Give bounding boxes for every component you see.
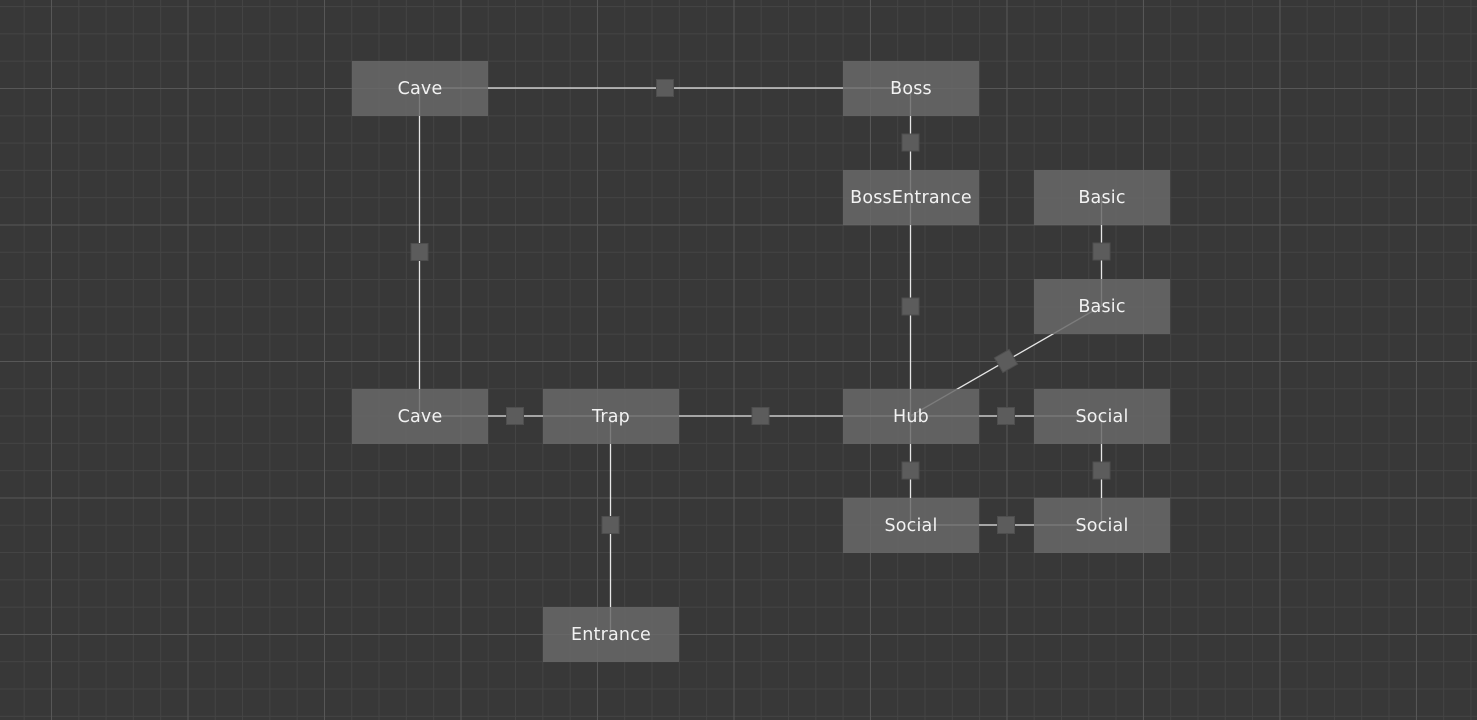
node-label: Social xyxy=(1075,515,1129,536)
node-social-bottom[interactable]: Social xyxy=(843,498,979,553)
node-label: Social xyxy=(1075,406,1129,427)
node-cave-bottom[interactable]: Cave xyxy=(352,389,488,444)
node-label: Basic xyxy=(1078,296,1126,317)
node-cave-top[interactable]: Cave xyxy=(352,61,488,116)
node-boss[interactable]: Boss xyxy=(843,61,979,116)
node-label: Boss xyxy=(890,78,932,99)
node-social-bottom-right[interactable]: Social xyxy=(1034,498,1170,553)
door-connector-basic_top-basic_mid[interactable] xyxy=(1092,242,1111,261)
node-label: Social xyxy=(884,515,938,536)
node-label: Entrance xyxy=(570,624,651,645)
node-trap[interactable]: Trap xyxy=(543,389,679,444)
node-basic-top[interactable]: Basic xyxy=(1034,170,1170,225)
door-connector-cave_bottom-trap[interactable] xyxy=(506,407,524,425)
door-connector-basic_mid-hub[interactable] xyxy=(993,348,1019,374)
door-connector-social_bottom-social_bottom_right[interactable] xyxy=(997,516,1015,534)
door-connector-hub-social_right[interactable] xyxy=(997,407,1015,425)
door-connector-social_right-social_bottom_right[interactable] xyxy=(1092,461,1111,480)
node-label: Cave xyxy=(397,406,443,427)
node-label: Cave xyxy=(397,78,443,99)
door-connector-trap-hub[interactable] xyxy=(751,407,770,425)
door-connector-hub-social_bottom[interactable] xyxy=(901,461,920,480)
door-connector-cave_top-boss[interactable] xyxy=(656,79,674,97)
node-label: BossEntrance xyxy=(850,187,972,208)
node-entrance[interactable]: Entrance xyxy=(543,607,679,662)
node-label: Trap xyxy=(592,406,630,427)
node-social-right[interactable]: Social xyxy=(1034,389,1170,444)
door-connector-boss_entrance-hub[interactable] xyxy=(901,297,920,316)
node-basic-mid[interactable]: Basic xyxy=(1034,279,1170,334)
door-connector-boss-boss_entrance[interactable] xyxy=(901,133,920,152)
node-boss-entrance[interactable]: BossEntrance xyxy=(843,170,979,225)
node-label: Basic xyxy=(1078,187,1126,208)
node-label: Hub xyxy=(893,406,929,427)
door-connector-trap-entrance[interactable] xyxy=(601,516,620,534)
node-hub[interactable]: Hub xyxy=(843,389,979,444)
door-connector-cave_top-cave_bottom[interactable] xyxy=(410,243,429,261)
